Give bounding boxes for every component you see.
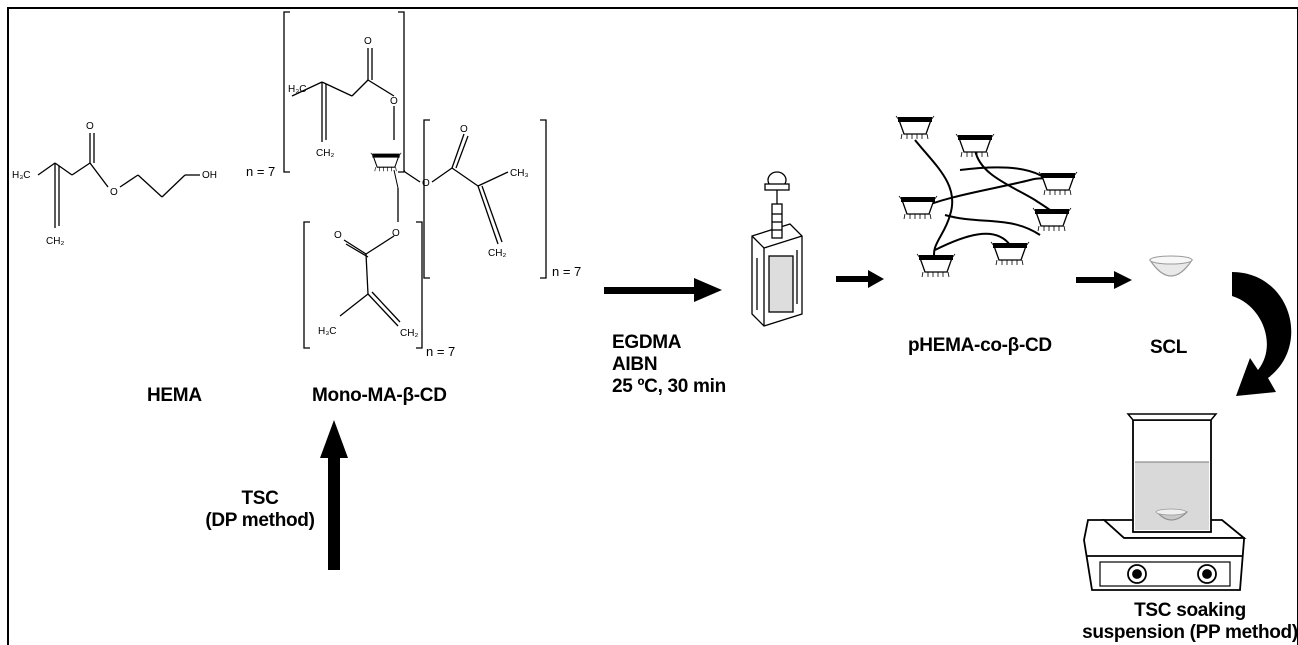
mono-ma-bcd-label: Mono-MA-β-CD [312,385,447,406]
tsc-dp-label: TSC (DP method) [200,488,320,532]
svg-text:H₃C: H₃C [12,170,31,181]
cond-aibn: AIBN [612,353,658,375]
cd-core-icon [370,152,402,172]
svg-text:H₃C: H₃C [318,326,337,337]
arrow-to-mold [604,278,722,302]
svg-text:CH₂: CH₂ [316,148,334,159]
figure-border [7,7,1298,645]
tsc-dp-line1: TSC [241,488,279,509]
mold-icon [751,171,803,327]
reaction-conditions: EGDMA AIBN 25 ºC, 30 min [612,332,726,398]
arrow-to-scl [1076,271,1132,289]
svg-text:n = 7: n = 7 [552,264,581,279]
cond-temp-time: 25 ºC, 30 min [612,375,726,397]
network-cd-nodes [895,115,1078,278]
svg-text:O: O [390,96,398,107]
svg-text:CH₂: CH₂ [46,236,64,247]
arrow-up-dp [320,420,348,570]
polymer-network [914,139,1060,261]
contact-lens-icon [1148,255,1194,277]
svg-text:H₃C: H₃C [288,84,307,95]
mono-ma-bcd-structure [283,11,547,349]
soaking-label: TSC soaking suspension (PP method) [1080,600,1298,644]
beaker-icon [1126,413,1218,533]
hema-structure [37,133,200,228]
svg-text:OH: OH [202,170,217,181]
hema-label: HEMA [147,385,202,406]
svg-text:CH₂: CH₂ [400,328,418,339]
svg-text:CH₂: CH₂ [488,248,506,259]
arrow-to-network [836,270,884,288]
cond-egdma: EGDMA [612,332,682,353]
svg-text:O: O [422,178,430,189]
tsc-dp-line2: (DP method) [205,509,315,531]
svg-text:O: O [460,124,468,135]
soaking-line2: suspension (PP method) [1082,621,1298,643]
scl-label: SCL [1150,337,1188,358]
svg-text:n = 7: n = 7 [246,164,275,179]
cd-core-spokes [393,169,406,189]
svg-text:O: O [86,121,94,132]
svg-text:O: O [392,228,400,239]
svg-text:O: O [364,36,372,47]
svg-text:O: O [334,230,342,241]
phema-label: pHEMA-co-β-CD [908,335,1052,356]
soaking-line1: TSC soaking [1134,600,1246,621]
svg-text:n = 7: n = 7 [426,344,455,359]
svg-text:CH₃: CH₃ [510,168,529,179]
curved-arrow [1232,272,1292,396]
svg-text:O: O [110,187,118,198]
